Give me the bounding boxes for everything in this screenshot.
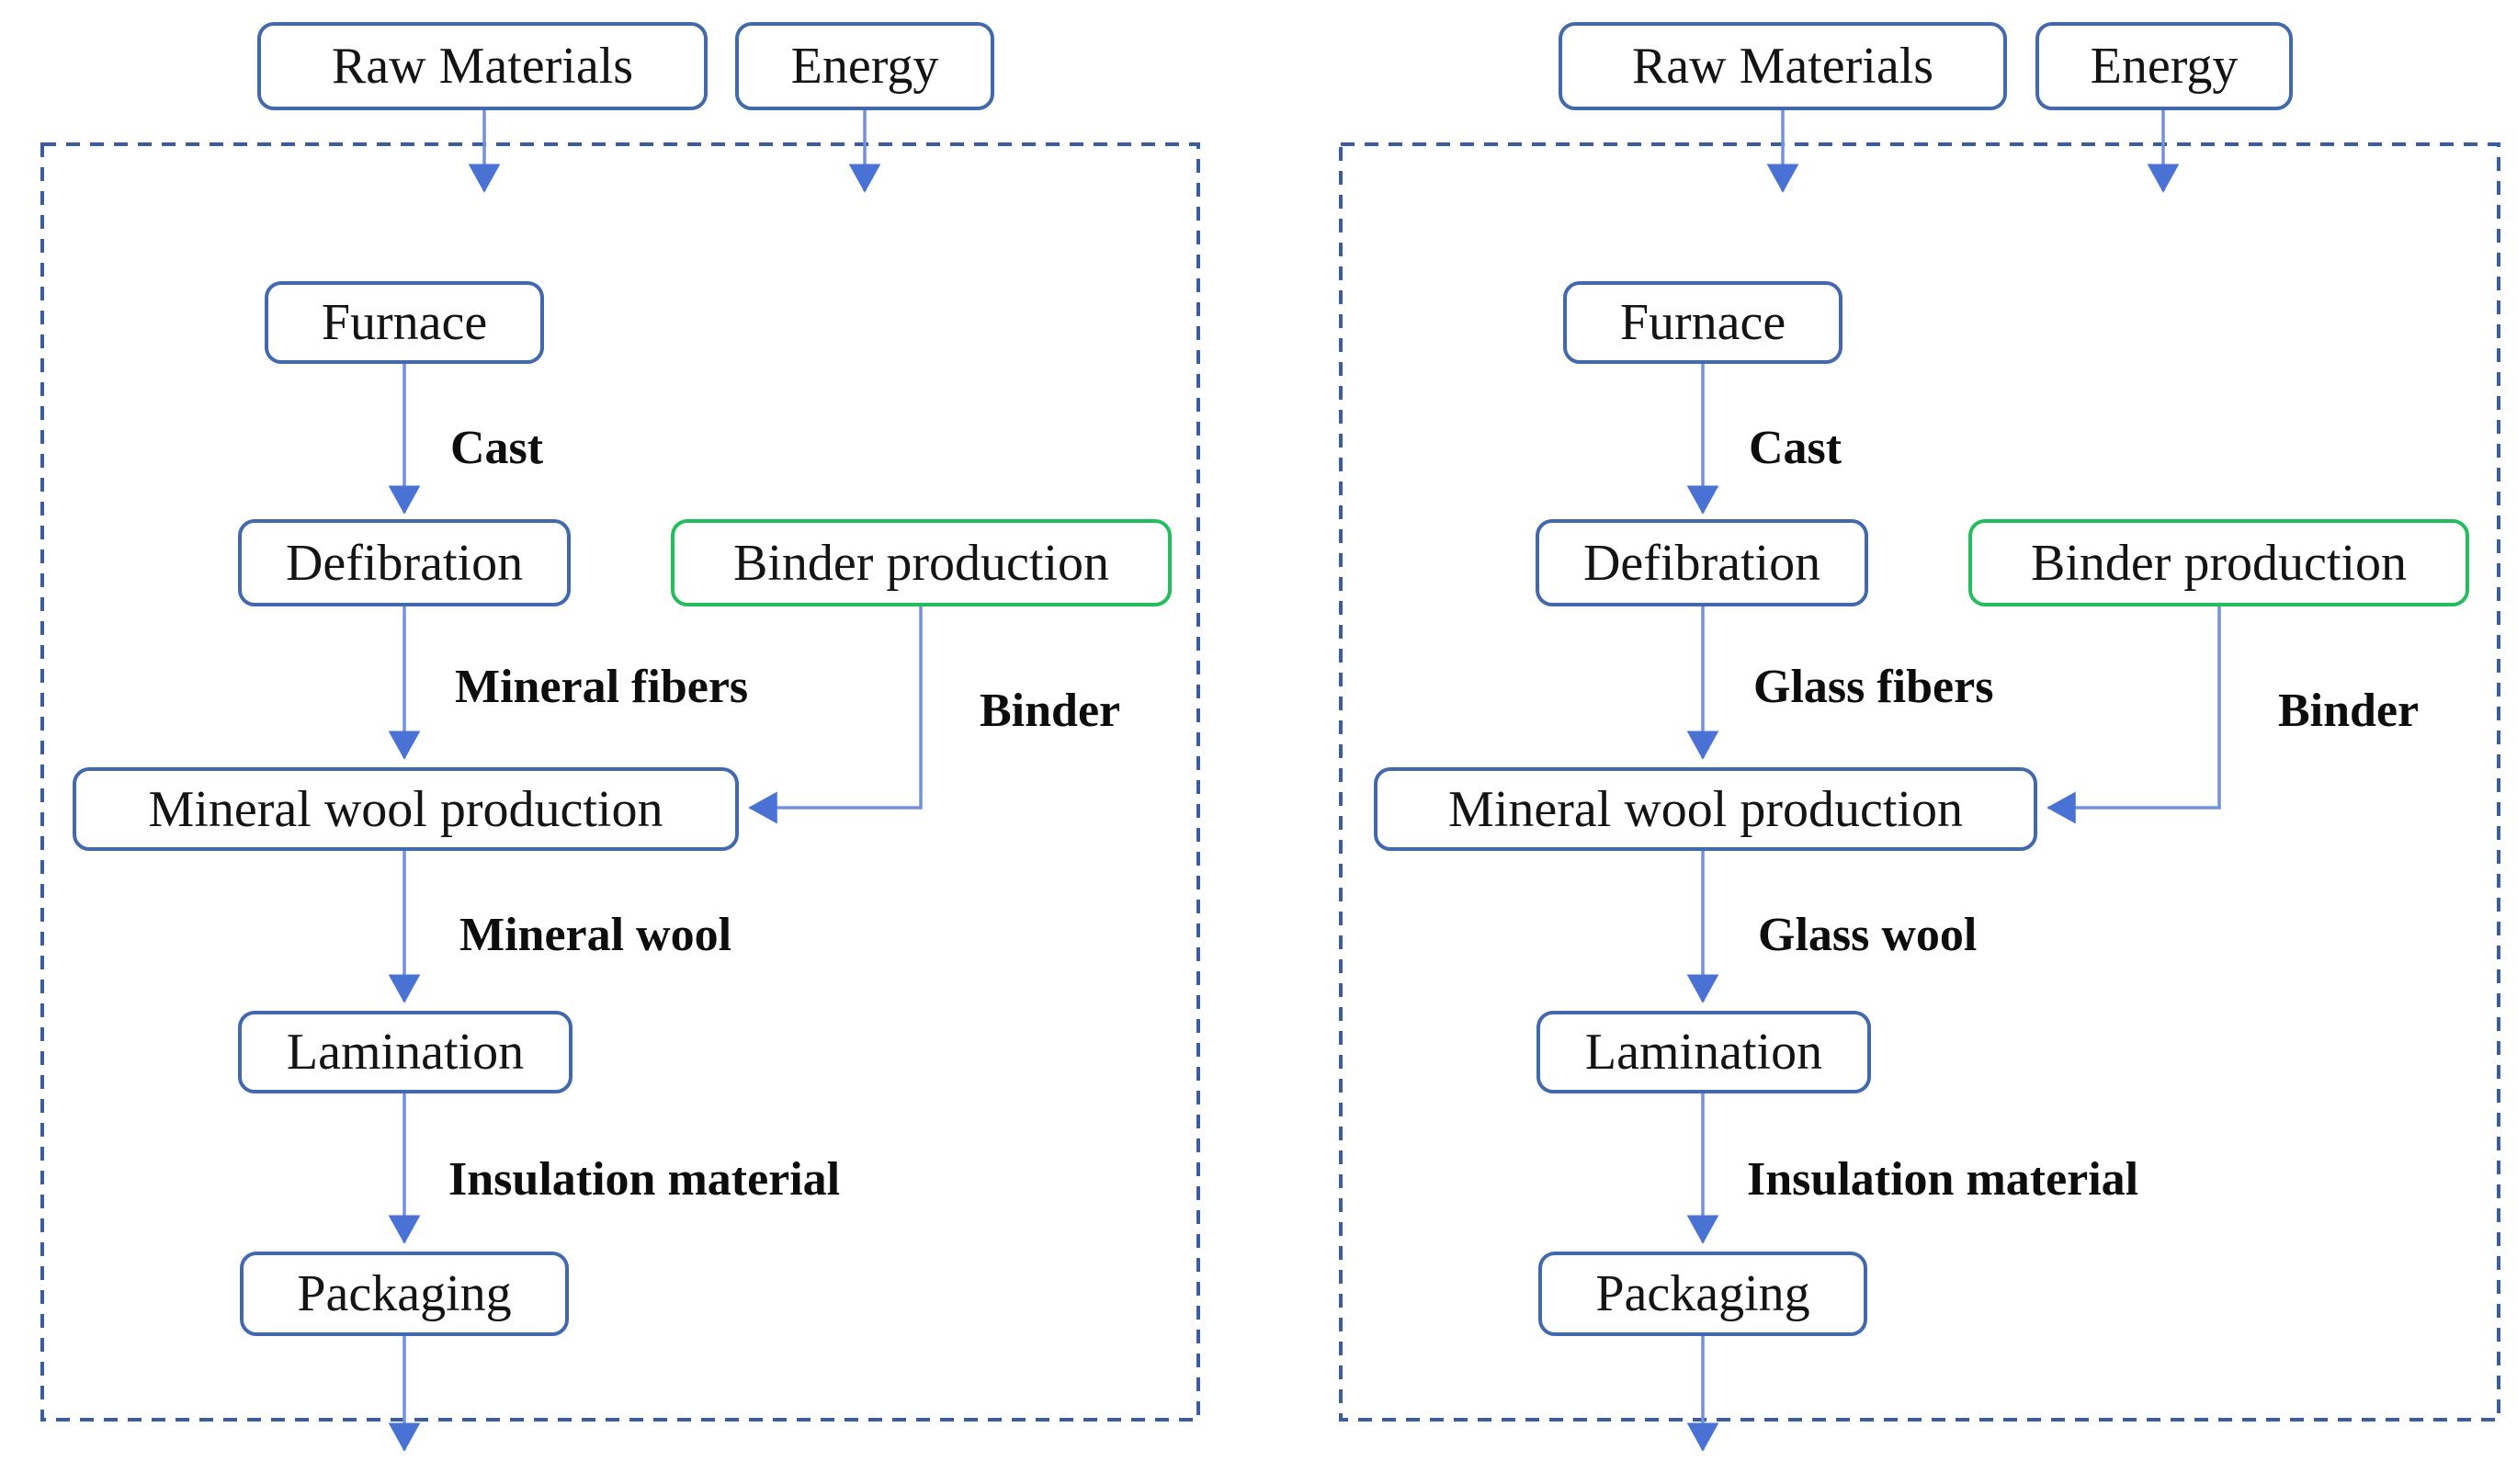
fibers-label: Glass fibers bbox=[1753, 661, 1994, 713]
lamination-box: Lamination bbox=[1536, 1011, 1871, 1093]
insulation-label: Insulation material bbox=[1747, 1153, 2139, 1206]
lamination-box: Lamination bbox=[238, 1011, 573, 1093]
binder-flow-arrow bbox=[2046, 606, 2221, 824]
fibers-label: Mineral fibers bbox=[455, 661, 749, 713]
energy-box: Energy bbox=[735, 22, 994, 110]
wool-label: Glass wool bbox=[1758, 909, 1978, 961]
defibration-box: Defibration bbox=[1536, 519, 1868, 606]
binder-production-box: Binder production bbox=[1968, 519, 2469, 606]
raw-materials-box: Raw Materials bbox=[1559, 22, 2007, 110]
furnace-box: Furnace bbox=[265, 281, 544, 364]
flow-arrows-svg bbox=[40, 110, 1200, 1452]
flow-arrows-svg bbox=[1339, 110, 2500, 1452]
energy-box: Energy bbox=[2035, 22, 2293, 110]
binder-production-box: Binder production bbox=[671, 519, 1172, 606]
packaging-box: Packaging bbox=[240, 1252, 569, 1336]
binder-flow-arrow bbox=[748, 606, 923, 824]
mineral-wool-production-box: Mineral wool production bbox=[1374, 767, 2037, 851]
mineral-wool-panel: Raw Materials Energy Furnace Defibration… bbox=[0, 0, 1241, 1484]
defibration-box: Defibration bbox=[238, 519, 571, 606]
binder-label: Binder bbox=[980, 685, 1121, 737]
furnace-box: Furnace bbox=[1563, 281, 1842, 364]
binder-label: Binder bbox=[2278, 685, 2420, 737]
cast-label: Cast bbox=[450, 422, 544, 474]
mineral-wool-production-box: Mineral wool production bbox=[73, 767, 739, 851]
wool-label: Mineral wool bbox=[459, 909, 732, 961]
insulation-label: Insulation material bbox=[448, 1153, 841, 1206]
raw-materials-box: Raw Materials bbox=[257, 22, 708, 110]
system-boundary-frame bbox=[1339, 142, 2500, 1422]
cast-label: Cast bbox=[1749, 422, 1842, 474]
system-boundary-frame bbox=[40, 142, 1200, 1422]
glass-wool-panel: Raw Materials Energy Furnace Defibration… bbox=[1298, 0, 2517, 1484]
packaging-box: Packaging bbox=[1538, 1252, 1867, 1336]
